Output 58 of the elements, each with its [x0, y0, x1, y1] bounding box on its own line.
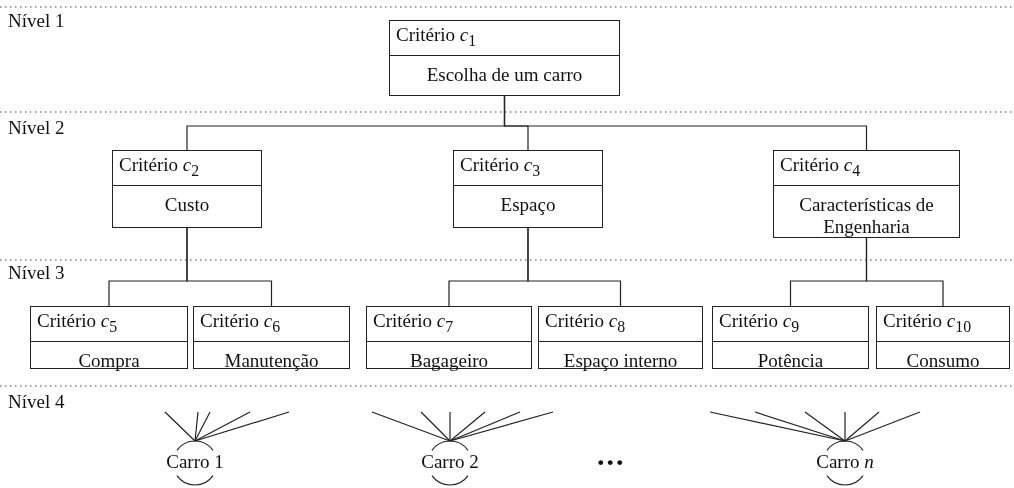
- level-label: Nível 3: [8, 262, 65, 284]
- criterion-name: Consumo: [905, 348, 981, 373]
- criterion-label: Critério c$_{8}$: [539, 307, 702, 342]
- criterion-name: Compra: [77, 348, 141, 373]
- connector-line: [449, 411, 554, 442]
- criterion-name: Espaço: [499, 192, 557, 217]
- criterion-label: Critério c$_{7}$: [367, 307, 531, 342]
- level-label: Nível 4: [8, 391, 65, 413]
- ellipsis: ...: [597, 440, 626, 470]
- level-label: Nível 1: [8, 10, 65, 32]
- connector-line: [449, 411, 521, 442]
- criterion-box: [712, 306, 869, 369]
- connector-line: [420, 411, 451, 442]
- criterion-box: [30, 306, 188, 369]
- connector-line: [371, 411, 451, 442]
- criterion-name: Bagageiro: [408, 348, 490, 373]
- tree-connector: [527, 227, 622, 307]
- criterion-box: [876, 306, 1010, 369]
- criterion-name: Potência: [756, 348, 825, 373]
- connector-line: [194, 411, 211, 442]
- criterion-label: Critério c$_{4}$: [774, 151, 959, 186]
- connector-line: [754, 411, 846, 442]
- criterion-name: Espaço interno: [562, 348, 679, 373]
- connector-line: [449, 411, 486, 442]
- criterion-box: [453, 150, 603, 228]
- criterion-name: Custo: [163, 192, 211, 217]
- tree-connector: [865, 237, 944, 307]
- criterion-label: Critério c$_{2}$: [113, 151, 261, 186]
- criterion-box: [538, 306, 703, 369]
- connector-line: [449, 411, 451, 442]
- connector-line: [804, 411, 846, 442]
- connector-line: [194, 411, 199, 442]
- connector-line: [844, 411, 846, 442]
- alternative-label: Carro 2: [420, 450, 480, 474]
- criterion-name: Escolha de um carro: [425, 62, 584, 87]
- criterion-label: Critério c$_{5}$: [31, 307, 187, 342]
- criterion-box: [366, 306, 532, 369]
- alternative-label: Carro n: [815, 450, 875, 474]
- connector-line: [844, 411, 880, 442]
- connector-line: [194, 411, 290, 442]
- criterion-label: Critério c$_{1}$: [390, 21, 619, 56]
- criterion-name: Manutenção: [223, 348, 320, 373]
- connector-line: [844, 411, 921, 442]
- level-label: Nível 2: [8, 117, 65, 139]
- criterion-box: [773, 150, 960, 238]
- criterion-name: Características de Engenharia: [798, 192, 935, 239]
- tree-connector: [186, 227, 273, 307]
- connector-line: [194, 411, 251, 442]
- criterion-label: Critério c$_{6}$: [194, 307, 349, 342]
- criterion-box: [112, 150, 262, 228]
- alternative-label: Carro 1: [165, 450, 225, 474]
- tree-connector: [503, 95, 868, 151]
- criterion-box: [389, 20, 620, 96]
- criterion-label: Critério c$_{3}$: [454, 151, 602, 186]
- connector-line: [164, 411, 196, 442]
- criterion-box: [193, 306, 350, 369]
- criterion-label: Critério c$_{10}$: [877, 307, 1009, 342]
- criterion-label: Critério c$_{9}$: [713, 307, 868, 342]
